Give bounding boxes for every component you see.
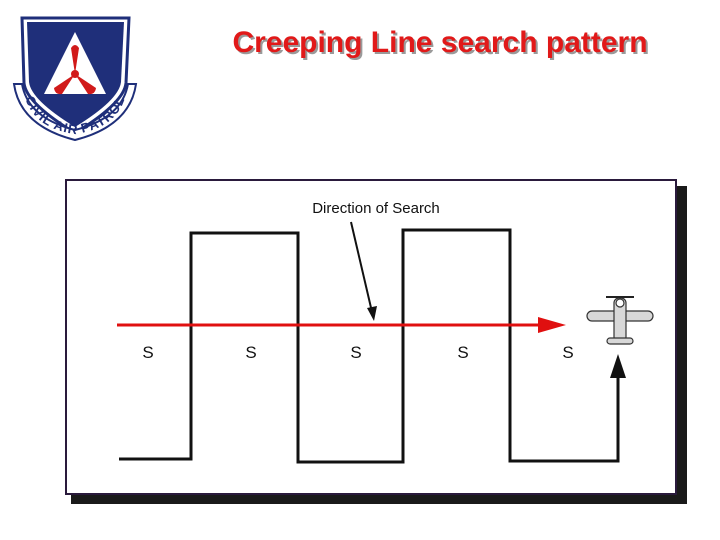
arrowhead-icon — [610, 354, 626, 378]
search-direction-arrowhead — [538, 317, 566, 333]
direction-pointer-arrowhead — [367, 306, 377, 321]
track-spacing-label: S — [562, 343, 574, 362]
direction-of-search-label: Direction of Search — [312, 200, 440, 217]
creeping-line-track — [119, 228, 620, 464]
aircraft-icon — [586, 296, 654, 345]
track-spacing-label: S — [457, 343, 469, 362]
track-spacing-label: S — [245, 343, 257, 362]
track-spacing-label: S — [350, 343, 362, 362]
civil-air-patrol-logo: CIVIL AIR PATROL — [12, 16, 138, 142]
slide-title: Creeping Line search pattern — [232, 26, 648, 59]
direction-pointer-line — [350, 221, 373, 313]
diagram-panel — [65, 179, 677, 495]
logo-ring — [12, 83, 138, 142]
logo-propeller-icon — [54, 45, 96, 95]
track-spacing-label: S — [142, 343, 154, 362]
